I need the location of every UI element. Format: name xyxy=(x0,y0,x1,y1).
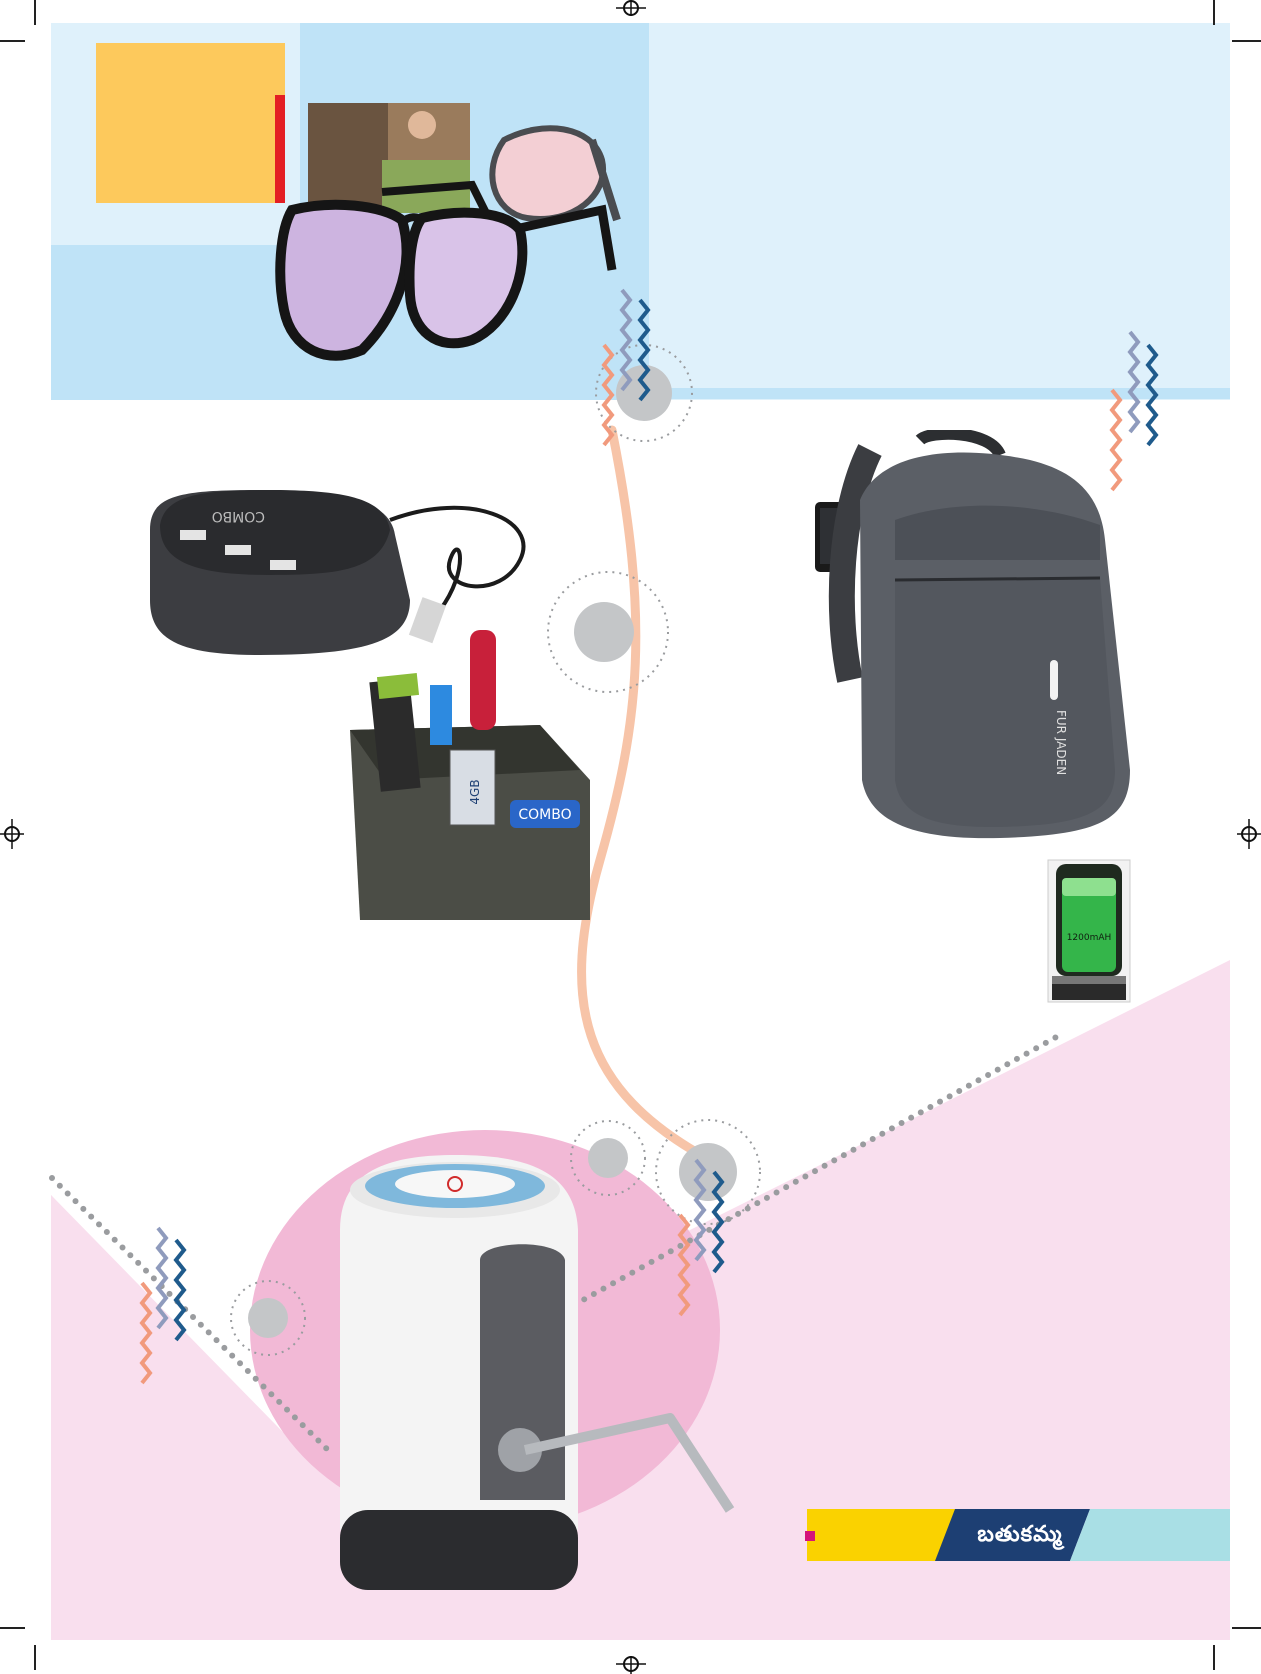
red-accent-bar xyxy=(275,95,285,203)
folded-glasses xyxy=(489,125,621,222)
usb-stick-2 xyxy=(470,630,496,730)
main-glasses xyxy=(275,180,617,361)
registration-mark-right xyxy=(1237,819,1261,849)
crop-mark-tl-h xyxy=(0,40,25,42)
crop-mark-tr-h xyxy=(1232,40,1261,42)
power-icon xyxy=(447,1176,463,1192)
registration-mark-left xyxy=(0,819,24,849)
backpack-illustration: FUR JADEN xyxy=(815,430,1130,839)
usb-stick-1 xyxy=(369,678,421,792)
pink-blob-mask xyxy=(51,1420,1230,1640)
crop-mark-tr-v xyxy=(1213,0,1215,25)
sunglasses-illustration xyxy=(275,103,621,361)
card-reader-box: 4GB COMBO xyxy=(350,630,590,920)
crop-mark-br-v xyxy=(1213,1645,1215,1670)
usb-hub: COMBO xyxy=(150,490,410,655)
crop-mark-br-h xyxy=(1232,1627,1261,1629)
hub-brand-text: COMBO xyxy=(212,508,265,524)
water-pump-illustration xyxy=(340,1155,735,1590)
backpack-brand-text: FUR JADEN xyxy=(1054,710,1068,775)
pump-spout xyxy=(523,1413,735,1513)
dotted-line-right xyxy=(562,1032,1063,1313)
top-blue-strip xyxy=(649,388,1230,399)
crop-mark-bl-v xyxy=(34,1645,36,1670)
peach-wave-line xyxy=(577,425,715,1165)
battery-capacity-label: 1200mAH xyxy=(1067,933,1112,943)
masthead-title: బతుకమ్మ xyxy=(977,1522,1063,1547)
battery-illustration: 1200mAH xyxy=(1047,859,1131,1003)
section-masthead xyxy=(807,1509,1230,1561)
strap-highlight xyxy=(1050,660,1058,700)
usb-plug xyxy=(408,597,447,644)
pump-base xyxy=(340,1510,578,1590)
battery-charge-level xyxy=(1062,878,1116,972)
crop-mark-tl-v xyxy=(34,0,36,25)
combo-badge xyxy=(510,800,580,828)
pump-window xyxy=(480,1244,565,1500)
sd-card xyxy=(449,749,496,826)
card-reader-illustration: COMBO 4GB COMBO xyxy=(150,490,590,920)
combo-badge-text: COMBO xyxy=(518,807,571,823)
sd-card-label: 4GB xyxy=(468,779,482,804)
dotted-line-left xyxy=(49,1175,331,1453)
masthead-accent-square xyxy=(805,1531,815,1541)
usb-cable xyxy=(389,505,526,612)
usb-stick-3 xyxy=(430,685,452,745)
registration-mark-top xyxy=(616,0,646,16)
yellow-title-box xyxy=(96,43,285,203)
crop-mark-bl-h xyxy=(0,1627,25,1629)
